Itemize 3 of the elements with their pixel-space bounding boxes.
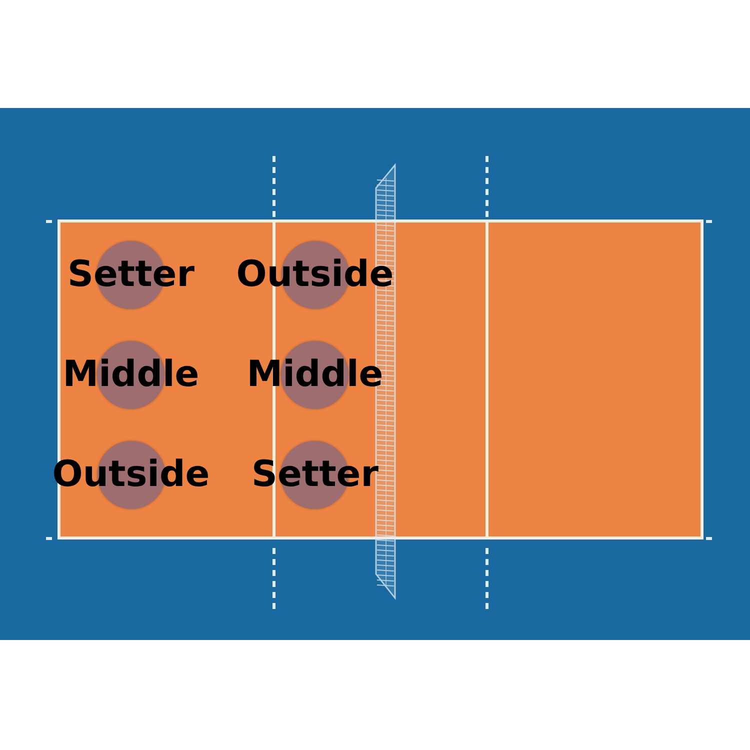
position-label: Setter xyxy=(68,254,194,296)
position-label: Middle xyxy=(62,354,200,396)
player-marker xyxy=(68,241,194,309)
